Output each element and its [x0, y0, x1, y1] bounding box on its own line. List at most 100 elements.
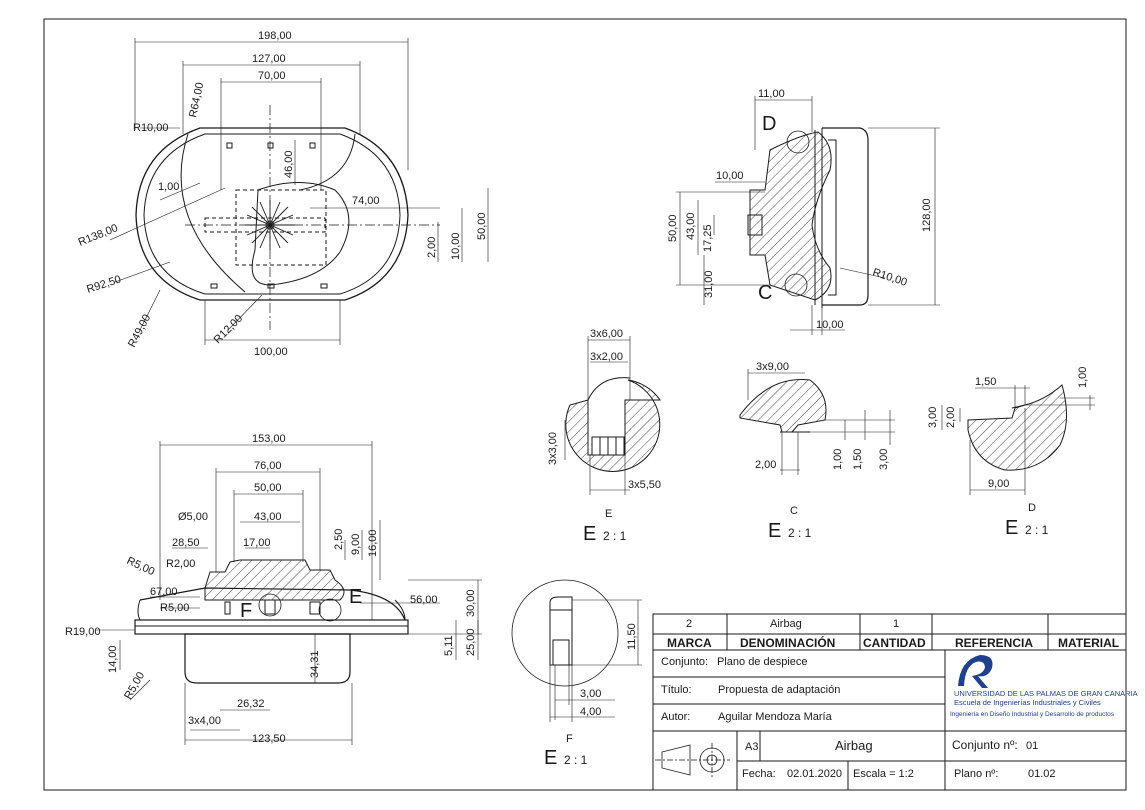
dim-5-11: 5,11: [443, 635, 455, 656]
part-name: Airbag: [835, 738, 873, 753]
dim-1-c: 1,00: [832, 449, 844, 470]
detail-f-text: 11,50 3,00 4,00 F E 2 : 1: [544, 623, 638, 769]
ulpgc-logo-icon: [958, 655, 993, 688]
dim-r49: R49,00: [126, 312, 153, 349]
side-section-dimension-text: 11,00 10,00 50,00 43,00 17,25 31,00 128,…: [667, 88, 933, 331]
title-block-text: 2 Airbag 1 MARCA DENOMINACIÓN CANTIDAD R…: [661, 618, 1138, 780]
dim-123-5: 123,50: [252, 733, 286, 745]
top-view-dashed-rect: [235, 189, 327, 266]
dim-46: 46,00: [283, 150, 295, 178]
fecha-label: Fecha:: [742, 768, 776, 780]
detail-f-label: E: [544, 747, 557, 769]
dim-r5-mid: R5,00: [160, 602, 189, 614]
front-view: [134, 559, 409, 684]
dim-r12: R12,00: [212, 313, 246, 347]
side-section: [747, 127, 869, 308]
label-f: F: [240, 600, 252, 622]
fecha-value: 02.01.2020: [787, 768, 842, 780]
dim-r19: R19,00: [65, 626, 100, 638]
header-marca: MARCA: [667, 636, 712, 650]
dim-100: 100,00: [254, 346, 288, 358]
dim-r64: R64,00: [187, 81, 206, 118]
dim-3-d: 3,00: [927, 407, 939, 428]
dim-10-bottom: 10,00: [816, 319, 844, 331]
detail-e-caption: E: [605, 508, 612, 520]
bom-marca: 2: [686, 618, 692, 630]
dim-3x4: 3x4,00: [188, 715, 221, 727]
dim-1: 1,00: [158, 181, 179, 193]
detail-d-text: 1,50 1,00 3,00 2,00 9,00 D E 2 : 1: [927, 367, 1089, 539]
dim-28-5: 28,50: [172, 537, 200, 549]
detail-e-scale: 2 : 1: [603, 529, 627, 543]
top-view-outline: [135, 127, 409, 301]
plano-no-label: Plano nº:: [954, 768, 998, 780]
degree-name: Ingeniería en Diseño Industrial y Desarr…: [950, 711, 1115, 718]
detail-e: [565, 377, 661, 472]
dim-25: 25,00: [465, 628, 477, 656]
dim-3x9: 3x9,00: [756, 361, 789, 373]
projection-cone-icon: [661, 744, 691, 776]
dim-26-32: 26,32: [237, 698, 265, 710]
dim-9: 9,00: [350, 534, 362, 555]
detail-c-text: 3x9,00 2,00 1,00 1,50 3,00 C E 2 : 1: [755, 361, 890, 542]
titulo-value: Propuesta de adaptación: [718, 684, 840, 696]
dim-dia5: Ø5,00: [178, 511, 208, 523]
university-name: UNIVERSIDAD DE LAS PALMAS DE GRAN CANARI…: [954, 689, 1138, 698]
dim-1-5-c: 1,50: [852, 449, 864, 470]
detail-f-caption: F: [566, 733, 573, 745]
dim-14: 14,00: [107, 645, 119, 673]
label-c: C: [758, 282, 772, 304]
detail-c-scale: 2 : 1: [788, 526, 812, 540]
dim-30: 30,00: [465, 589, 477, 617]
dim-3x6: 3x6,00: [590, 328, 623, 340]
school-name: Escuela de Ingenierías Industriales y Ci…: [954, 698, 1101, 707]
dim-17-25: 17,25: [702, 224, 714, 252]
dim-3-c: 3,00: [878, 449, 890, 470]
dim-67: 67,00: [150, 586, 178, 598]
detail-d-caption: D: [1028, 502, 1036, 514]
detail-f: [511, 579, 619, 687]
autor-value: Aguilar Mendoza María: [718, 711, 833, 723]
bom-denominacion: Airbag: [770, 618, 802, 630]
sheet-border: [43, 18, 1127, 791]
dim-1-d: 1,00: [1077, 367, 1089, 388]
airbag-shape: [251, 182, 350, 286]
detail-f-dimension-lines: [549, 599, 642, 722]
top-view-arc-right: [299, 133, 356, 191]
label-e: E: [349, 586, 362, 608]
detail-d-dimension-lines: [941, 385, 1095, 495]
dim-2-5: 2,50: [333, 529, 345, 550]
dim-r10: R10,00: [133, 122, 168, 134]
dim-11-5: 11,50: [626, 623, 638, 650]
dim-3x5-5: 3x5,50: [628, 479, 661, 491]
detail-e-marker: [318, 598, 342, 622]
dim-11: 11,00: [758, 88, 785, 100]
top-view-inner-outline: [143, 133, 401, 295]
conjunto-no-value: 01: [1026, 740, 1038, 752]
front-view-dimension-lines: [95, 441, 482, 745]
dim-r138: R138,00: [77, 222, 120, 249]
dim-r5-bottom: R5,00: [122, 670, 147, 701]
dim-r2: R2,00: [166, 558, 195, 570]
sheet-format: A3: [745, 741, 758, 753]
label-d: D: [762, 113, 776, 135]
header-material: MATERIAL: [1058, 636, 1119, 650]
dim-70: 70,00: [258, 70, 286, 82]
detail-d-marker: [786, 130, 810, 154]
title-block: [652, 613, 1127, 791]
dim-2: 2,00: [426, 237, 438, 258]
dim-50: 50,00: [476, 212, 488, 240]
detail-f-marker: [258, 593, 282, 617]
dim-34-31: 34,31: [309, 650, 321, 678]
dim-153: 153,00: [252, 433, 286, 445]
dim-198: 198,00: [258, 30, 292, 42]
dim-127: 127,00: [252, 53, 286, 65]
dim-17: 17,00: [243, 537, 271, 549]
dim-9-d: 9,00: [988, 478, 1009, 490]
top-view-arc-left: [180, 133, 246, 293]
dim-1-5-d: 1,50: [975, 376, 996, 388]
conjunto-label: Conjunto:: [661, 656, 708, 668]
dim-76: 76,00: [254, 460, 282, 472]
detail-d-scale: 2 : 1: [1025, 523, 1049, 537]
